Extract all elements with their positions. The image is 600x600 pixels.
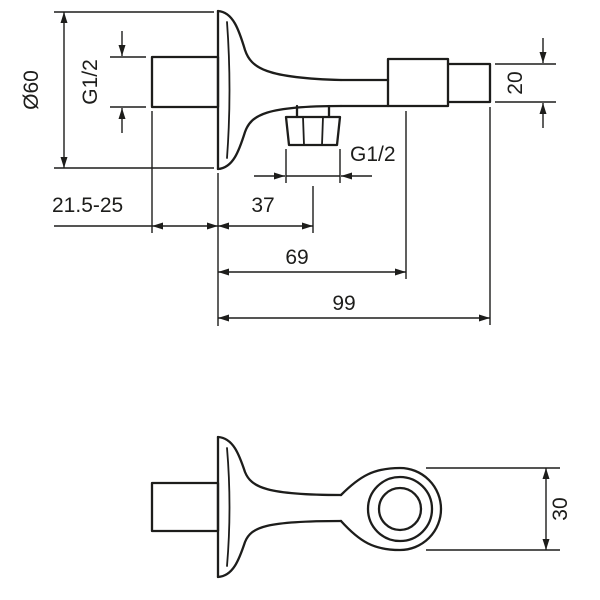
dim-inlet-thread: G1/2 <box>79 31 146 133</box>
dim-holder-width: 30 <box>426 467 572 551</box>
inlet-spigot <box>150 55 220 109</box>
holder-ring-outer <box>366 475 434 543</box>
dim-label-inlet-thread: G1/2 <box>79 59 102 105</box>
shower-holder <box>339 466 443 552</box>
dim-label-flange-to-holder: 69 <box>285 246 308 269</box>
holder-block <box>386 57 450 108</box>
dim-outlet-size: 20 <box>495 38 556 128</box>
flange-rim-line <box>226 21 231 159</box>
dim-label-hose-thread: G1/2 <box>350 143 396 166</box>
dim-flange-diameter: Ø60 <box>20 11 214 169</box>
dim-flange-to-nut: 37 <box>218 194 313 230</box>
flange-bottom-curve <box>216 519 343 579</box>
dim-label-flange-diameter: Ø60 <box>20 70 43 110</box>
dim-hose-thread: G1/2 <box>254 143 396 183</box>
flange-top-curve <box>216 435 343 497</box>
flange-bottom-curve <box>216 104 343 171</box>
nut-body <box>284 115 342 147</box>
side-view: Ø60 G1/2 20 G1/2 <box>20 9 556 326</box>
inlet-spigot-bottom <box>150 481 220 533</box>
bottom-view: 30 <box>150 435 572 579</box>
dim-flange-to-holder: 69 <box>218 246 406 276</box>
outlet-cylinder <box>446 62 492 104</box>
dim-label-outlet-size: 20 <box>504 71 527 94</box>
dim-wall-clearance: 21.5-25 <box>52 194 218 230</box>
dim-label-total-length: 99 <box>332 292 355 315</box>
flange-top-curve <box>216 9 343 82</box>
flange-rim-line <box>226 447 231 567</box>
dim-label-wall-clearance: 21.5-25 <box>52 194 123 217</box>
wall-flange-bottom <box>216 435 343 579</box>
dim-label-flange-to-nut: 37 <box>251 194 274 217</box>
dim-total-length: 99 <box>218 292 490 322</box>
nut-hex-lines <box>302 116 324 146</box>
dim-label-holder-width: 30 <box>549 497 572 520</box>
holder-ring-inner <box>377 486 423 532</box>
hose-nut <box>284 104 342 147</box>
nut-neck <box>295 104 331 119</box>
holder-outline <box>339 466 443 552</box>
